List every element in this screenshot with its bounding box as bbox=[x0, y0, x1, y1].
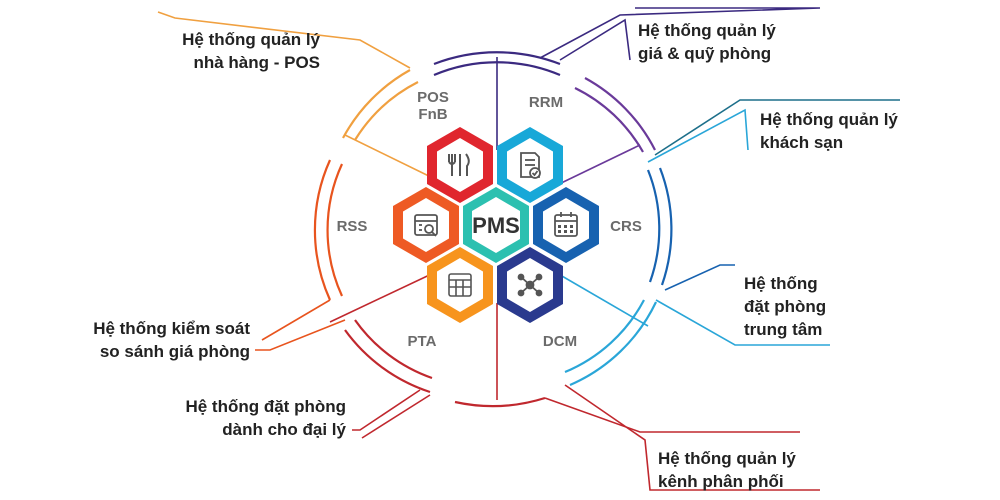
callout-dcm: Hệ thống quản lý kênh phân phối bbox=[658, 447, 796, 493]
ring-arcs bbox=[313, 51, 673, 408]
arc-crs-inner bbox=[646, 169, 661, 283]
arc-crs-outer bbox=[658, 167, 673, 286]
arc-bottom-outer bbox=[454, 396, 546, 408]
callout-rrm: Hệ thống quản lý giá & quỹ phòng bbox=[638, 19, 776, 65]
arc-top-outer bbox=[433, 51, 561, 66]
leader-pta-b bbox=[361, 394, 431, 439]
callout-crs: Hệ thống đặt phòng trung tâm bbox=[744, 272, 826, 341]
arc-rrm-outer bbox=[584, 77, 656, 151]
spokes bbox=[329, 57, 649, 400]
callout-dcm-line2: kênh phân phối bbox=[658, 472, 784, 491]
leader-crs-a bbox=[664, 264, 735, 291]
callout-hotel-line2: khách sạn bbox=[760, 133, 844, 152]
leader-rss-b bbox=[261, 299, 331, 341]
callout-pta-line2: dành cho đại lý bbox=[222, 420, 346, 439]
leader-rrm-a bbox=[539, 7, 821, 59]
network-icon bbox=[517, 273, 543, 297]
arc-rss-outer bbox=[313, 159, 332, 301]
hex-rss bbox=[393, 187, 459, 263]
leader-lines bbox=[157, 7, 900, 491]
callout-pos-line1: Hệ thống quản lý bbox=[182, 30, 320, 49]
hex-dcm bbox=[497, 247, 563, 323]
spoke-upper-right bbox=[554, 144, 641, 187]
callout-crs-line1: Hệ thống bbox=[744, 274, 818, 293]
segment-label-rrm: RRM bbox=[529, 94, 563, 111]
hex-rrm bbox=[497, 127, 563, 203]
segment-label-rss: RSS bbox=[337, 218, 368, 235]
arc-dcm-outer bbox=[569, 301, 657, 387]
hexagon-cluster: PMS bbox=[393, 127, 599, 323]
arc-top-inner bbox=[433, 61, 561, 77]
callout-crs-line3: trung tâm bbox=[744, 320, 823, 339]
spoke-upper-left bbox=[344, 134, 438, 181]
arc-dcm-inner bbox=[564, 299, 645, 374]
callout-crs-line2: đặt phòng bbox=[744, 297, 827, 316]
document-check-icon bbox=[520, 152, 541, 179]
callout-rss: Hệ thống kiểm soát so sánh giá phòng bbox=[40, 317, 250, 363]
segment-label-dcm: DCM bbox=[543, 333, 577, 350]
center-label: PMS bbox=[472, 213, 520, 238]
segment-label-crs: CRS bbox=[610, 218, 642, 235]
fork-knife-icon bbox=[448, 153, 470, 176]
callout-rrm-line2: giá & quỹ phòng bbox=[638, 44, 772, 63]
leader-hotel-b bbox=[647, 108, 749, 163]
hex-pms: PMS bbox=[463, 187, 529, 263]
callout-pos: Hệ thống quản lý nhà hàng - POS bbox=[150, 28, 320, 74]
callout-rss-line2: so sánh giá phòng bbox=[99, 342, 250, 361]
segment-labels: POS FnB RRM RSS CRS PTA DCM bbox=[337, 89, 642, 350]
arc-pos-outer bbox=[342, 69, 411, 139]
calendar-icon bbox=[554, 212, 578, 237]
leader-dcm-b bbox=[544, 397, 800, 433]
hex-fnb bbox=[427, 127, 493, 203]
callout-hotel-line1: Hệ thống quản lý bbox=[760, 110, 898, 129]
leader-crs-b bbox=[655, 299, 830, 346]
leader-pta bbox=[352, 389, 421, 431]
callout-hotel: Hệ thống quản lý khách sạn bbox=[760, 108, 898, 154]
leader-rss bbox=[255, 319, 346, 351]
arc-rss-inner bbox=[326, 163, 343, 297]
callout-pta: Hệ thống đặt phòng dành cho đại lý bbox=[140, 395, 346, 441]
callout-rrm-line1: Hệ thống quản lý bbox=[638, 21, 776, 40]
arc-pos-inner bbox=[354, 81, 419, 141]
arc-pta-inner bbox=[354, 319, 433, 380]
leader-pos bbox=[157, 11, 411, 69]
calendar-search-icon bbox=[414, 214, 438, 237]
leader-rrm-b bbox=[559, 18, 631, 61]
hex-crs bbox=[533, 187, 599, 263]
spoke-lower-left bbox=[329, 269, 441, 323]
calendar-grid-icon bbox=[448, 273, 472, 297]
leader-dcm bbox=[564, 384, 820, 491]
callout-pos-line2: nhà hàng - POS bbox=[193, 53, 320, 72]
arc-rrm-inner bbox=[574, 87, 644, 153]
leader-hotel bbox=[654, 99, 900, 156]
arc-pta-outer bbox=[344, 329, 431, 394]
segment-label-pta: PTA bbox=[408, 333, 437, 350]
callout-pta-line1: Hệ thống đặt phòng bbox=[185, 397, 346, 416]
callout-dcm-line1: Hệ thống quản lý bbox=[658, 449, 796, 468]
segment-label-pos-line2: FnB bbox=[418, 106, 447, 123]
callout-rss-line1: Hệ thống kiểm soát bbox=[93, 319, 250, 338]
segment-label-pos-line1: POS bbox=[417, 89, 449, 106]
hex-pta bbox=[427, 247, 493, 323]
